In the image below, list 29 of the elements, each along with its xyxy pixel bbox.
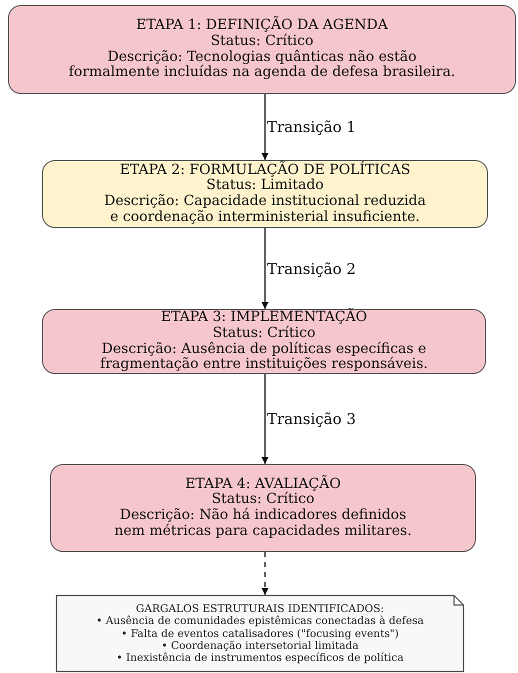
status-text: Status: Crítico	[210, 34, 314, 50]
edge-label: Transição 1	[267, 118, 356, 136]
status-text: Status: Crítico	[212, 326, 316, 342]
stage-title: ETAPA 4: AVALIAÇÃO	[185, 476, 341, 492]
stage-box	[42, 309, 486, 374]
note-box	[56, 595, 464, 672]
description-text: Descrição: Ausência de políticas específicas e fragmentação entre instituições responsáveis.	[99, 342, 429, 373]
bullet-item: • Falta de eventos catalisadores ("focusing events")	[121, 628, 399, 640]
stage-title: ETAPA 1: DEFINIÇÃO DA AGENDA	[136, 18, 388, 34]
description-text: Descrição: Não há indicadores definidos nem métricas para capacidades militares.	[113, 508, 413, 540]
description-text: Descrição: Capacidade institucional reduzida e coordenação interministerial insuficiente.	[103, 194, 427, 226]
arrow	[262, 228, 268, 309]
status-text: Status: Limitado	[206, 178, 324, 194]
stage-title: ETAPA 2: FORMULAÇÃO DE POLÍTICAS	[120, 162, 410, 178]
note-heading: GARGALOS ESTRUTURAIS IDENTIFICADOS:	[136, 603, 384, 616]
bullet-item: • Inexistência de instrumentos específicos de política	[116, 652, 404, 664]
arrow	[262, 374, 268, 464]
stage-box	[8, 5, 516, 94]
description-text: Descrição: Tecnologias quânticas não estão formalmente incluídas na agenda de defesa brasileira.	[68, 50, 456, 81]
arrow	[262, 94, 268, 160]
edge-label: Transição 3	[267, 410, 356, 428]
stage-box	[42, 160, 488, 228]
status-text: Status: Crítico	[212, 492, 314, 508]
stage-box	[50, 464, 476, 552]
dashed-arrow	[262, 552, 268, 595]
bullet-item: • Ausência de comunidades epistêmicas conectadas à defesa	[96, 615, 424, 628]
edge-label: Transição 2	[267, 260, 356, 278]
bullet-item: • Coordenação intersetorial limitada	[161, 640, 359, 652]
stage-title: ETAPA 3: IMPLEMENTAÇÃO	[160, 310, 368, 326]
